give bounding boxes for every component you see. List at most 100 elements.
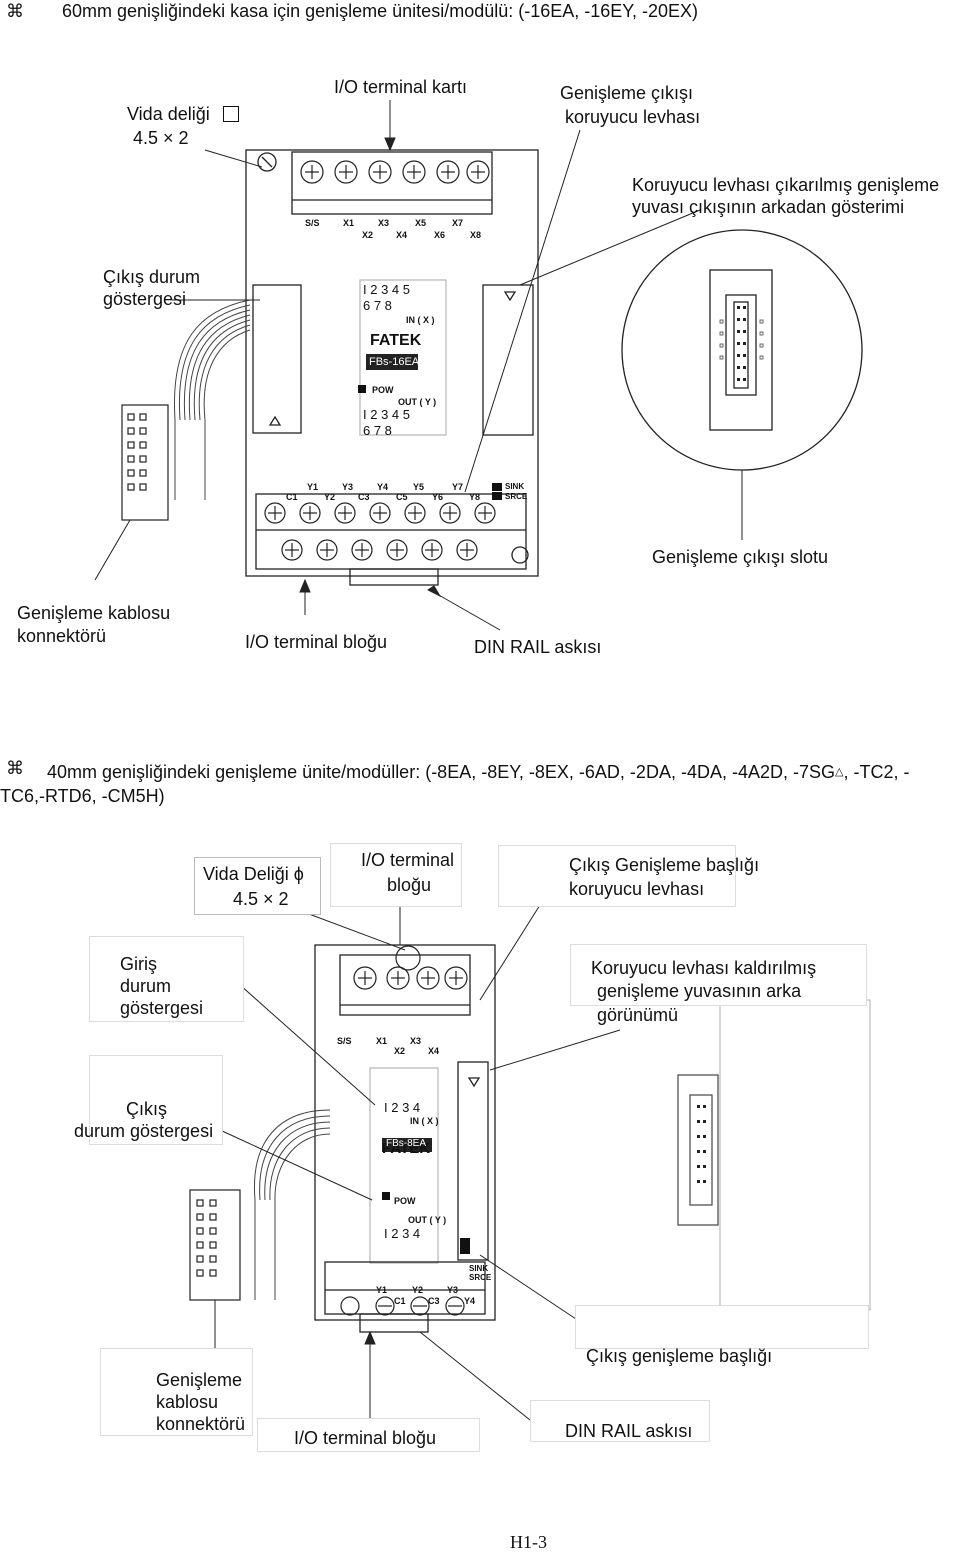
left-panel xyxy=(252,284,302,434)
sink-label: SINK xyxy=(505,482,525,491)
out-label: OUT ( Y ) xyxy=(408,1215,447,1225)
terminal-label: C1 xyxy=(394,1296,406,1306)
section2-heading-2: TC6,-RTD6, -CM5H) xyxy=(0,786,165,806)
terminal-screw-icon xyxy=(436,160,460,184)
back-view-label-1: Koruyucu levhası çıkarılmış genişleme xyxy=(632,175,940,195)
genisleme-kablosu-label-2: konnektörü xyxy=(17,626,107,646)
io-terminal-blogu-callout: I/O terminal bloğu xyxy=(257,1418,480,1452)
terminal-label: X1 xyxy=(343,218,355,228)
out-leds-row2: 6 7 8 xyxy=(363,423,392,438)
terminal-label: X7 xyxy=(452,218,464,228)
din-rail-label: DIN RAIL askısı xyxy=(474,637,602,657)
expansion-cable-connector xyxy=(121,404,169,521)
brand-logo: FATEK xyxy=(370,332,422,349)
in-label: IN ( X ) xyxy=(406,315,435,325)
cikis-durum-label-2: göstergesi xyxy=(103,289,187,309)
pow-label: POW xyxy=(372,385,394,395)
terminal-label: C5 xyxy=(396,492,408,502)
arrow-up-icon xyxy=(268,415,282,426)
terminal-label: Y1 xyxy=(376,1285,388,1295)
section1-bullet: ⌘ xyxy=(6,1,24,21)
vida-deligi-label: Vida Deliği xyxy=(203,864,289,884)
terminal-label: S/S xyxy=(337,1036,352,1046)
out-label: OUT ( Y ) xyxy=(398,397,437,407)
arrow-down-icon xyxy=(503,291,517,302)
page-number: H1-3 xyxy=(510,1532,547,1552)
expansion-ribbon-cable xyxy=(173,299,251,500)
terminal-label: Y8 xyxy=(469,492,481,502)
genisleme-slot-label: Genişleme çıkışı slotu xyxy=(652,547,829,567)
terminal-label: Y4 xyxy=(464,1296,476,1306)
terminal-label: S/S xyxy=(305,218,320,228)
terminal-screw-icon xyxy=(368,160,392,184)
terminal-screw-icon xyxy=(466,160,490,184)
in-leds: I 2 3 4 xyxy=(384,1100,421,1115)
terminal-label: Y2 xyxy=(412,1285,424,1295)
top-terminal-block xyxy=(291,151,493,215)
terminal-label: Y2 xyxy=(324,492,336,502)
srce-label: SRCE xyxy=(505,492,528,501)
terminal-label: Y6 xyxy=(432,492,444,502)
giris-durum-callout: Giriş durum göstergesi xyxy=(89,936,244,1022)
section2-bullet: ⌘ xyxy=(6,758,24,778)
sink-label: SINK xyxy=(469,1264,489,1273)
terminal-label: X5 xyxy=(415,218,427,228)
genisleme-cikisi-label: Genişleme çıkışı xyxy=(560,83,694,103)
cikis-baslik-callout: Çıkış Genişleme başlığı koruyucu levhası xyxy=(498,845,759,907)
pow-led-icon xyxy=(358,385,366,393)
triangle-icon: △ xyxy=(835,766,844,778)
terminal-label: X3 xyxy=(410,1036,422,1046)
section1-heading: 60mm genişliğindeki kasa için genişleme … xyxy=(62,1,698,21)
sink-switch-icon xyxy=(492,483,502,491)
section2-heading-1: 40mm genişliğindeki genişleme ünite/modü… xyxy=(47,762,910,782)
din-rail-clip xyxy=(349,568,439,586)
terminal-label: X2 xyxy=(394,1046,406,1056)
device-body xyxy=(245,149,539,577)
back-view-pins xyxy=(737,306,746,381)
vida-size: 4.5 × 2 xyxy=(133,128,189,148)
back-view-callout xyxy=(621,229,863,471)
terminal-label: X8 xyxy=(470,230,482,240)
cikis-genisleme-basligi-callout: Çıkış genişleme başlığı xyxy=(575,1305,869,1366)
terminal-label: Y3 xyxy=(342,482,354,492)
koruyucu-levhasi-label: koruyucu levhası xyxy=(565,107,701,127)
in-leds-row2: 6 7 8 xyxy=(363,298,392,313)
model-label: FBs-8EA xyxy=(386,1138,427,1149)
terminal-label: X4 xyxy=(428,1046,440,1056)
terminal-label: Y7 xyxy=(452,482,464,492)
model-badge xyxy=(366,354,418,370)
mounting-screw-icon xyxy=(257,152,277,172)
device-8ea xyxy=(314,944,496,1333)
terminal-label: C1 xyxy=(286,492,298,502)
terminal-label: X3 xyxy=(378,218,390,228)
genisleme-kablosu-label-1: Genişleme kablosu xyxy=(17,603,171,623)
terminal-label: X1 xyxy=(376,1036,388,1046)
in-leds-row1: I 2 3 4 5 xyxy=(363,282,410,297)
out-leds-row1: I 2 3 4 5 xyxy=(363,407,410,422)
bottom-screws xyxy=(264,502,496,561)
terminal-label: X4 xyxy=(396,230,408,240)
vida-deligi-label: Vida deliği xyxy=(127,104,210,124)
terminal-label: C3 xyxy=(358,492,370,502)
phi-icon: ϕ xyxy=(293,864,304,884)
terminal-label: Y1 xyxy=(307,482,319,492)
model-label: FBs-16EA xyxy=(369,356,420,368)
terminal-screw-icon xyxy=(334,160,358,184)
vida-callout: Vida Deliği ϕ 4.5 × 2 xyxy=(194,857,321,915)
io-terminal-blogu-label: I/O terminal bloğu xyxy=(245,632,388,652)
top-screws xyxy=(300,160,490,184)
koruyucu-callout: Koruyucu levhası kaldırılmış genişleme y… xyxy=(570,944,867,1025)
io-terminal-callout: I/O terminal bloğu xyxy=(330,843,462,907)
vida-size: 4.5 × 2 xyxy=(233,889,289,909)
terminal-label: Y3 xyxy=(447,1285,459,1295)
device-16ea xyxy=(245,149,539,586)
din-rail-callout: DIN RAIL askısı xyxy=(530,1400,710,1442)
terminal-label: C3 xyxy=(428,1296,440,1306)
terminal-label: X2 xyxy=(362,230,374,240)
cikis-durum-label-1: Çıkış durum xyxy=(103,267,201,287)
right-panel xyxy=(482,284,534,436)
srce-label: SRCE xyxy=(469,1273,492,1282)
io-terminal-karti-label: I/O terminal kartı xyxy=(334,77,468,97)
out-leds: I 2 3 4 xyxy=(384,1226,421,1241)
